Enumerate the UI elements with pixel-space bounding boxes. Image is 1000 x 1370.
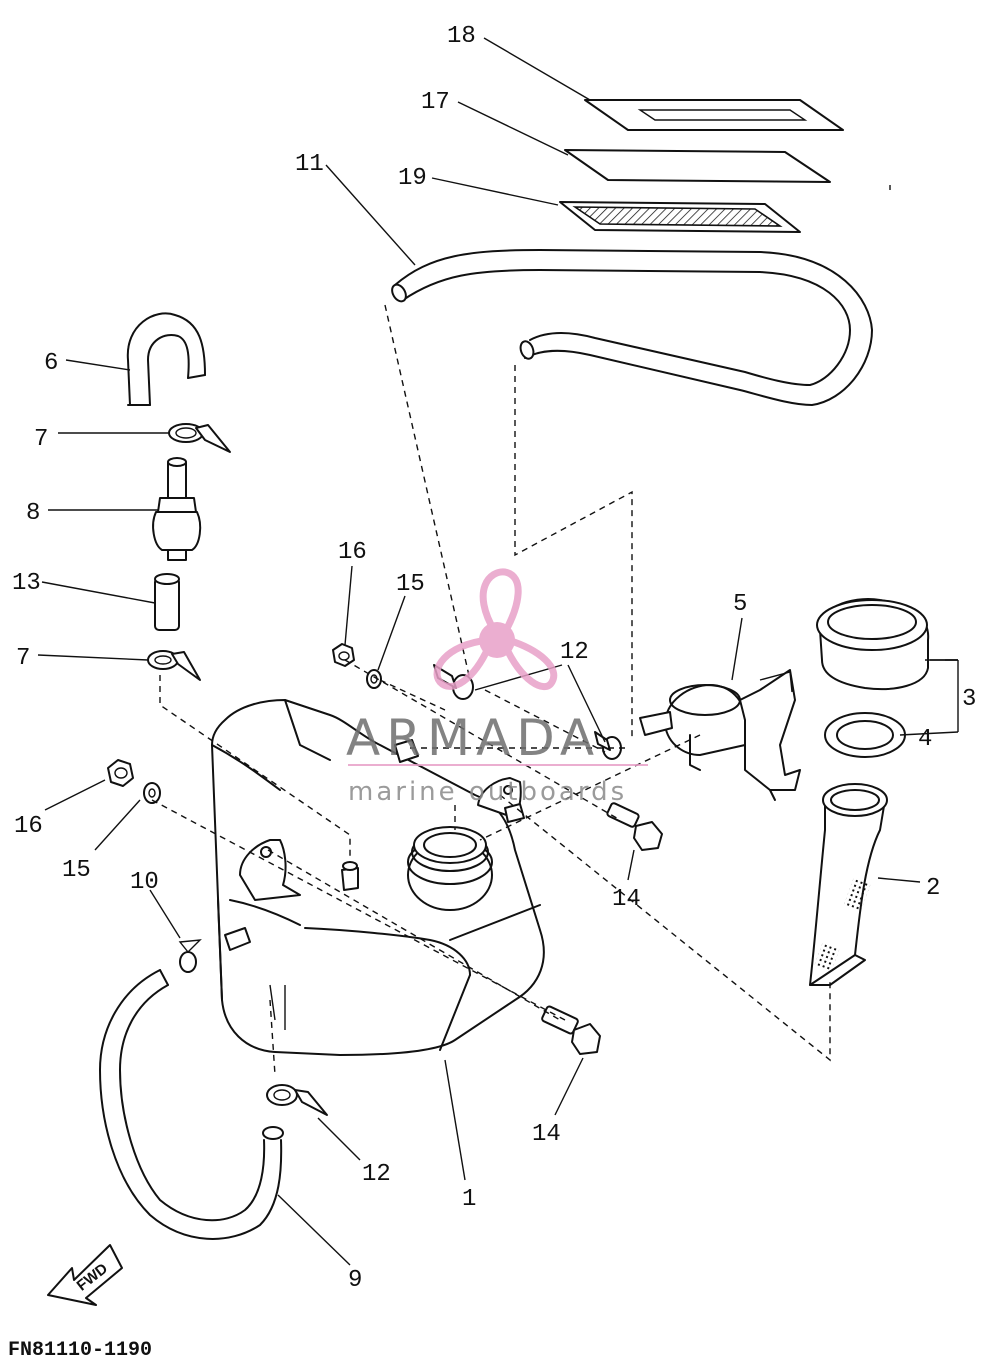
callout-19: 19 [398, 165, 427, 192]
nut-16-upper [332, 643, 355, 667]
fuel-joint-8 [152, 457, 202, 561]
callout-16-upper: 16 [338, 539, 367, 566]
callout-12-upper: 12 [560, 639, 589, 666]
callout-10: 10 [130, 869, 159, 896]
hose-6 [126, 312, 206, 406]
callout-7-upper: 7 [34, 426, 48, 453]
watermark: ARMADA marine outboards [346, 568, 648, 807]
clamp-12-bottom [266, 1084, 328, 1116]
callout-5: 5 [733, 591, 747, 618]
hose-9 [99, 969, 284, 1240]
clamp-7-upper [168, 423, 231, 453]
washer-15-lower [143, 782, 161, 804]
callout-11: 11 [295, 151, 324, 178]
callout-14-upper: 14 [612, 886, 641, 913]
drawing-code: FN81110-1190 [8, 1339, 152, 1362]
clamp-7-lower [147, 650, 201, 681]
callout-18: 18 [447, 23, 476, 50]
pipe-13 [154, 573, 180, 631]
watermark-brand: ARMADA [346, 709, 600, 767]
callout-7-lower: 7 [16, 645, 30, 672]
propeller-icon [433, 568, 558, 691]
decal-17 [564, 149, 831, 183]
fuel-cap-3 [816, 598, 930, 691]
decal-18 [584, 99, 844, 131]
callout-4: 4 [918, 726, 932, 753]
callout-12-lower: 12 [362, 1161, 391, 1188]
callout-8: 8 [26, 500, 40, 527]
assembly-lines [151, 185, 891, 1076]
decal-19 [559, 201, 801, 233]
bolt-14-lower [541, 1005, 601, 1055]
callout-1: 1 [462, 1186, 476, 1213]
callout-2: 2 [926, 875, 940, 902]
callout-17: 17 [421, 89, 450, 116]
callout-13: 13 [12, 570, 41, 597]
callout-15-upper: 15 [396, 571, 425, 598]
bolt-14-upper [606, 802, 663, 851]
callout-labels: 18 17 19 11 6 7 8 13 7 16 15 12 5 3 4 2 … [12, 23, 976, 1294]
callout-16-lower: 16 [14, 813, 43, 840]
bracket-5 [639, 669, 801, 801]
nut-16-lower [107, 759, 134, 787]
callout-14-lower: 14 [532, 1121, 561, 1148]
fwd-arrow-icon: FWD [47, 1244, 123, 1306]
fuel-tank-1 [211, 699, 545, 1056]
filler-neck-2 [809, 783, 888, 986]
callout-6: 6 [44, 350, 58, 377]
callout-9: 9 [348, 1267, 362, 1294]
leader-lines [37, 37, 959, 1266]
breather-hose-11 [391, 249, 873, 406]
gasket-4 [824, 712, 906, 758]
callout-3: 3 [962, 686, 976, 713]
clip-10 [178, 939, 202, 973]
callout-15-lower: 15 [62, 857, 91, 884]
watermark-tagline: marine outboards [348, 777, 627, 807]
